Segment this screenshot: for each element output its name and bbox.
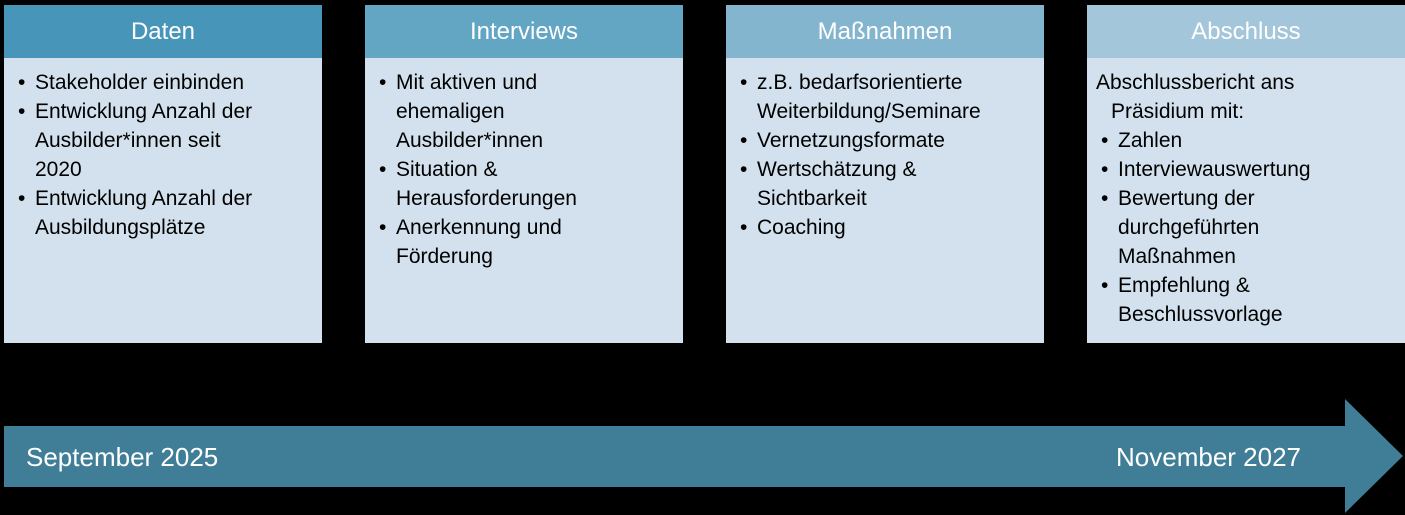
bullet-marker-icon: • <box>18 71 26 94</box>
column-body: • Stakeholder einbinden • Entwicklung Anzah… <box>4 58 322 343</box>
bullet-marker-icon: • <box>740 158 748 181</box>
item-text: Abschlussbericht ans Präsidium mit: <box>1096 71 1295 123</box>
item-text: Mit aktiven und ehemaligen Ausbilder*inn… <box>396 71 544 152</box>
column-title: Maßnahmen <box>817 17 953 45</box>
column-body: Abschlussbericht ans Präsidium mit: • Zahl… <box>1087 58 1405 343</box>
process-columns: Daten • Stakeholder einbinden • Entwicklung… <box>4 5 1405 343</box>
column-title: Interviews <box>469 17 579 45</box>
bullet-marker-icon: • <box>18 187 26 210</box>
bullet-item: • Zahlen <box>1087 126 1397 155</box>
bullet-item: • Empfehlung & Beschlussvorlage <box>1087 271 1397 329</box>
item-text: Vernetzungsformate <box>757 129 945 152</box>
bullet-marker-icon: • <box>1101 129 1109 152</box>
bullet-item: • Entwicklung Anzahl der Ausbilder*innen … <box>4 97 314 184</box>
timeline-end-label: November 2027 <box>1116 441 1301 472</box>
process-column: Maßnahmen • z.B. bedarfsorientierte Weite… <box>726 5 1044 343</box>
bullet-marker-icon: • <box>740 71 748 94</box>
column-body: • z.B. bedarfsorientierte Weiterbildung/S… <box>726 58 1044 343</box>
column-body: • Mit aktiven und ehemaligen Ausbilder*in… <box>365 58 683 343</box>
column-header: Daten <box>4 5 322 58</box>
bullet-item: • Coaching <box>726 213 1036 242</box>
bullet-item: • Stakeholder einbinden <box>4 68 314 97</box>
timeline-start-label: September 2025 <box>26 441 219 472</box>
item-text: Zahlen <box>1118 129 1183 152</box>
timeline-arrowhead-icon <box>1345 399 1403 513</box>
bullet-marker-icon: • <box>379 158 387 181</box>
bullet-marker-icon: • <box>379 71 387 94</box>
column-header: Interviews <box>365 5 683 58</box>
bullet-marker-icon: • <box>740 216 748 239</box>
bullet-item: • Entwicklung Anzahl der Ausbildungsplätz… <box>4 184 314 242</box>
bullet-marker-icon: • <box>379 216 387 239</box>
process-column: Interviews • Mit aktiven und ehemaligen A… <box>365 5 683 343</box>
bullet-item: • Bewertung der durchgeführten Maßnahmen <box>1087 184 1397 271</box>
timeline-bar: September 2025 November 2027 <box>4 426 1345 487</box>
process-column: Abschluss Abschlussbericht ans Präsidium… <box>1087 5 1405 343</box>
item-text: Bewertung der durchgeführten Maßnahmen <box>1118 187 1260 268</box>
item-text: Stakeholder einbinden <box>35 71 244 94</box>
bullet-marker-icon: • <box>1101 187 1109 210</box>
text-item: Abschlussbericht ans Präsidium mit: <box>1087 68 1397 126</box>
column-title: Daten <box>130 17 196 45</box>
bullet-item: • Situation & Herausforderungen <box>365 155 675 213</box>
bullet-marker-icon: • <box>1101 274 1109 297</box>
bullet-marker-icon: • <box>740 129 748 152</box>
bullet-item: • Mit aktiven und ehemaligen Ausbilder*in… <box>365 68 675 155</box>
bullet-item: • Vernetzungsformate <box>726 126 1036 155</box>
bullet-marker-icon: • <box>18 100 26 123</box>
item-text: Entwicklung Anzahl der Ausbildungsplätze <box>35 187 253 239</box>
item-text: z.B. bedarfsorientierte Weiterbildung/Se… <box>757 71 981 123</box>
bullet-item: • z.B. bedarfsorientierte Weiterbildung/S… <box>726 68 1036 126</box>
item-text: Entwicklung Anzahl der Ausbilder*innen s… <box>35 100 253 181</box>
column-title: Abschluss <box>1191 17 1301 45</box>
item-text: Situation & Herausforderungen <box>396 158 577 210</box>
item-text: Coaching <box>757 216 846 239</box>
item-text: Empfehlung & Beschlussvorlage <box>1118 274 1283 326</box>
item-text: Interviewauswertung <box>1118 158 1311 181</box>
bullet-item: • Wertschätzung & Sichtbarkeit <box>726 155 1036 213</box>
column-header: Abschluss <box>1087 5 1405 58</box>
item-text: Anerkennung und Förderung <box>396 216 562 268</box>
item-text: Wertschätzung & Sichtbarkeit <box>757 158 917 210</box>
bullet-item: • Interviewauswertung <box>1087 155 1397 184</box>
bullet-marker-icon: • <box>1101 158 1109 181</box>
process-column: Daten • Stakeholder einbinden • Entwicklung… <box>4 5 322 343</box>
column-header: Maßnahmen <box>726 5 1044 58</box>
bullet-item: • Anerkennung und Förderung <box>365 213 675 271</box>
